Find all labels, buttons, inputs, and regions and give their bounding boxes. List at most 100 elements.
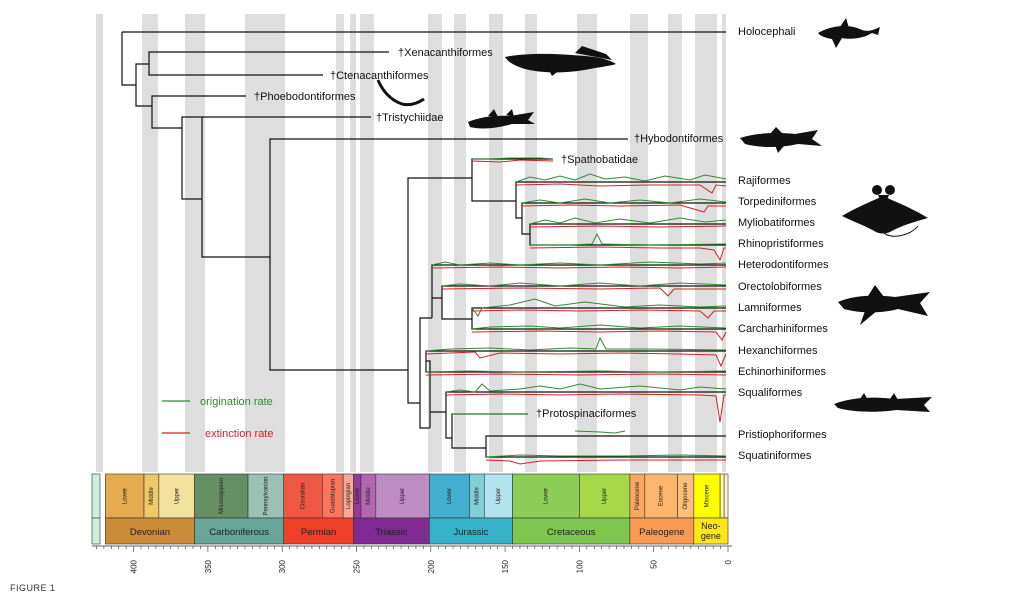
period-label: gene [701, 531, 721, 541]
period-block [629, 517, 695, 545]
extinction-curve [529, 246, 726, 262]
period-label: Carboniferous [209, 527, 269, 538]
extinction-curve [445, 393, 726, 423]
tree-branches [121, 31, 726, 458]
dogfish-shark-silhouette-icon [834, 393, 932, 412]
stage-band [630, 14, 648, 472]
taxon-label: †Xenacanthiformes [398, 47, 493, 59]
stage-block [91, 473, 101, 519]
period-label: Permian [301, 527, 336, 538]
epoch-block [283, 473, 323, 519]
time-axis-tick-label: 200 [427, 559, 436, 573]
time-axis-tick-label: 100 [575, 559, 584, 573]
manta-ray-silhouette-icon [842, 185, 928, 237]
origination-legend-label: origination rate [200, 396, 273, 408]
stage-band [350, 14, 356, 472]
silhouettes [376, 18, 932, 412]
epoch-label: Middle [474, 487, 480, 505]
taxon-label: Myliobatiformes [738, 217, 816, 229]
taxon-label: Pristiophoriformes [738, 429, 827, 441]
origination-curve [485, 454, 727, 458]
origination-curve [529, 217, 727, 225]
stage-bands [96, 14, 726, 472]
stage-band [489, 14, 503, 472]
stage-band [336, 14, 344, 472]
epoch-block [194, 473, 249, 519]
origination-curve [471, 324, 727, 330]
epoch-label: Middle [366, 487, 372, 505]
period-label: Triassic [375, 527, 408, 538]
origination-curve [530, 232, 727, 246]
extinction-curve [425, 351, 727, 368]
extinction-curve [515, 183, 727, 194]
period-label: Devonian [130, 527, 170, 538]
epoch-label: Paleocene [635, 481, 641, 510]
stage-band [695, 14, 717, 472]
stage-band [142, 14, 158, 472]
epoch-label: Lower [122, 488, 128, 504]
epoch-block [644, 473, 678, 519]
epoch-label: Upper [602, 488, 608, 504]
epoch-label: Lower [355, 488, 361, 504]
epoch-block [158, 473, 195, 519]
origination-curve [431, 261, 727, 266]
origination-curve [521, 198, 727, 204]
white-shark-silhouette-icon [838, 285, 930, 325]
epoch-block [429, 473, 470, 519]
taxon-label: Lamniformes [738, 302, 802, 314]
extinction-curve [431, 266, 727, 269]
origination-curve [515, 173, 727, 183]
epoch-block [375, 473, 430, 519]
stage-band [668, 14, 682, 472]
stage-band [185, 14, 205, 472]
taxon-labels: Holocephali †Xenacanthiformes †Ctenacanthi… [254, 26, 829, 462]
stage-band [722, 14, 726, 472]
epoch-label: Guadalupian [330, 479, 336, 513]
stage-band [360, 14, 374, 472]
extinction-legend-label: extinction rate [205, 428, 273, 440]
taxon-label: †Phoebodontiformes [254, 91, 356, 103]
extinction-curve [521, 204, 726, 213]
stage-band [577, 14, 597, 472]
origination-curve [472, 157, 554, 160]
legend: origination rate extinction rate [162, 396, 273, 440]
taxon-label: Squatiniformes [738, 450, 812, 462]
period-block [429, 517, 513, 545]
stage-band [525, 14, 537, 472]
extinction-curve [471, 159, 554, 163]
time-axis-tick-label: 350 [204, 559, 213, 573]
taxon-label: Rhinopristiformes [738, 238, 824, 250]
time-axis-tick-label: 0 [724, 559, 733, 564]
stage-band [428, 14, 442, 472]
taxon-label: †Hybodontiformes [634, 133, 724, 145]
phylogenetic-tree [121, 31, 726, 458]
epoch-block [105, 473, 145, 519]
taxon-label: †Ctenacanthiformes [330, 70, 429, 82]
taxon-label: Torpediniformes [738, 196, 817, 208]
epoch-label: Lopingian [346, 483, 352, 509]
taxon-label: †Protospinaciformes [536, 408, 637, 420]
stage-band [454, 14, 466, 472]
period-label: Paleogene [639, 527, 684, 538]
taxon-label: †Spathobatidae [561, 154, 638, 166]
stage-band [245, 14, 285, 472]
origination-curve [445, 383, 727, 393]
hybodont-silhouette-icon [740, 127, 822, 153]
time-axis-tick-label: 250 [353, 559, 362, 573]
epoch-label: Pennsylvanian [263, 476, 269, 515]
tristychius-silhouette-icon [468, 109, 535, 129]
taxon-label: Holocephali [738, 26, 795, 38]
origination-curve [425, 370, 727, 373]
taxon-label: Squaliformes [738, 387, 803, 399]
rate-curves [425, 157, 727, 465]
extinction-curve [485, 459, 726, 465]
figure-caption-label: FIGURE 1 [10, 583, 56, 593]
taxon-label: Carcharhiniformes [738, 323, 828, 335]
time-axis-tick-label: 50 [650, 559, 659, 568]
taxon-label: Hexanchiformes [738, 345, 818, 357]
epoch-block [723, 473, 729, 519]
taxon-label: Echinorhiniformes [738, 366, 827, 378]
period-label: Cretaceous [547, 527, 596, 538]
